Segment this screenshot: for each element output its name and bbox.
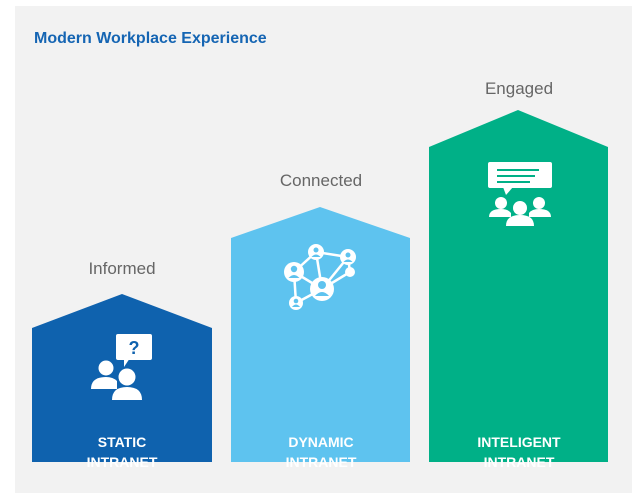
stage-3-name-line2: INTRANET xyxy=(483,454,555,470)
stage-1-name: STATIC INTRANET xyxy=(32,432,212,472)
stage-2-label: Connected xyxy=(279,171,363,190)
stage-1-label: Informed xyxy=(88,259,156,278)
svg-text:?: ? xyxy=(129,338,140,358)
stage-2-name: DYNAMIC INTRANET xyxy=(231,432,411,472)
stage-3-label: Engaged xyxy=(484,79,554,98)
stage-1-name-line2: INTRANET xyxy=(86,454,158,470)
stage-3-house xyxy=(429,110,608,462)
stage-1-name-line1: STATIC xyxy=(97,434,147,450)
diagram-title: Modern Workplace Experience xyxy=(34,30,267,47)
stage-3-name: INTELIGENT INTRANET xyxy=(429,432,609,472)
question-people-icon: ? xyxy=(91,334,152,400)
stage-2-name-line2: INTRANET xyxy=(285,454,357,470)
group-chat-icon xyxy=(488,162,552,226)
stage-3-name-line1: INTELIGENT xyxy=(477,434,561,450)
stage-2-name-line1: DYNAMIC xyxy=(288,434,354,450)
stage-2-house xyxy=(231,207,410,462)
network-people-icon xyxy=(284,244,356,310)
